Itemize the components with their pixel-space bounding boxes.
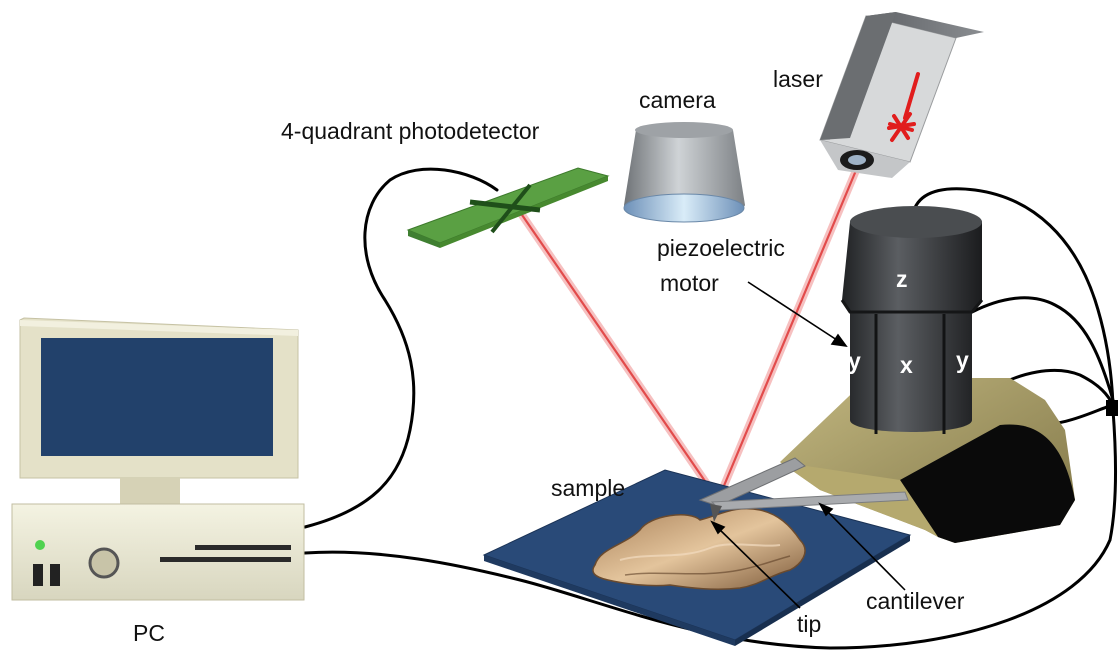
drive-slot [195,545,291,550]
drive-slot [160,557,291,562]
usb-port [33,564,43,586]
laser-label: laser [773,66,823,92]
cantilever-callout-arrow [823,507,906,591]
camera-body [623,122,745,223]
pc-case [11,503,305,601]
sample-specimen [592,507,806,590]
tip-label: tip [797,611,821,637]
cable-junction [1106,400,1118,416]
pc-label: PC [133,620,165,646]
laser-module [819,12,984,178]
motor-right-cable [970,296,1115,402]
laser-beams [516,166,861,503]
power-led-icon [35,540,45,550]
pc-monitor [19,317,299,517]
cantilever-label: cantilever [866,588,965,614]
power-button[interactable] [88,547,120,579]
afm-tip [710,504,722,522]
photodetector-label: 4-quadrant photodetector [281,118,540,144]
cantilever-assembly [698,457,909,522]
tip-callout-arrow [715,525,801,609]
motor-axis-y-right: y [956,347,969,373]
base-cable-upper [988,368,1115,407]
callout-arrows [710,281,906,609]
asterisk-icon [887,72,920,142]
piezo-label-line1: piezoelectric [657,235,785,261]
motor-callout-arrow [747,281,841,343]
cantilever-holder [698,457,806,507]
piezo-label-line2: motor [660,270,719,296]
camera-lens [623,193,745,223]
monitor-screen [41,338,273,456]
piezoelectric-motor [840,206,984,434]
pc-main-cable [303,408,1118,650]
motor-axis-z: z [896,266,908,292]
motor-top-cable [910,187,1115,407]
motor-axis-y-left: y [848,348,861,374]
sample-stage [482,469,912,646]
motor-axis-x: x [900,352,913,378]
quadrant-photodetector [406,167,610,248]
sample-label: sample [551,475,625,501]
usb-port [50,564,60,586]
camera-label: camera [639,87,716,113]
photodetector-cable [303,167,499,529]
